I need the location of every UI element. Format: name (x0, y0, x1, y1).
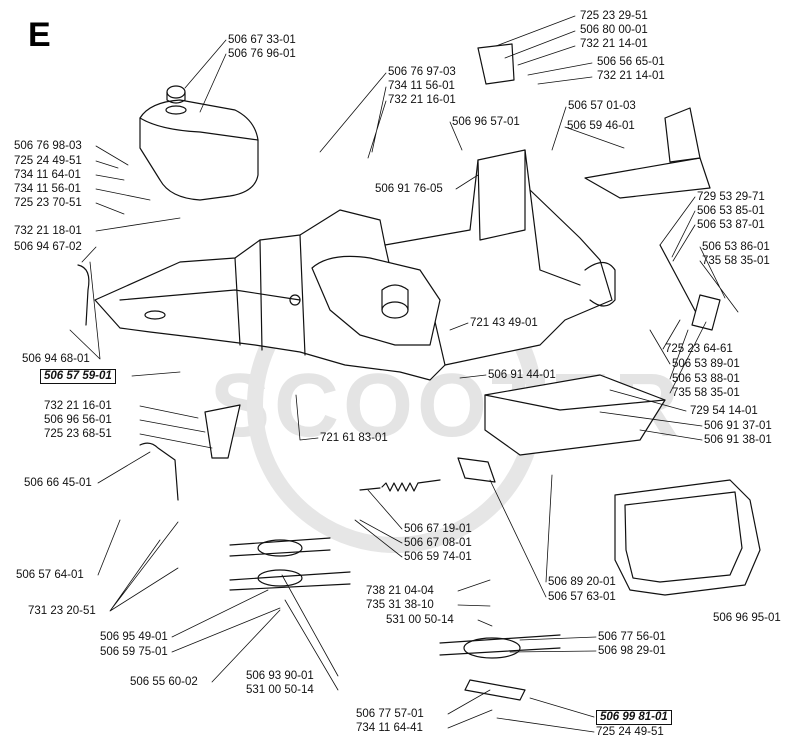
seat-plate-part (584, 107, 711, 199)
fuel-tank-part (139, 85, 259, 201)
belt-cover-part (484, 374, 666, 456)
part-label: 725 23 70-51 (14, 197, 82, 209)
part-label: 725 24 49-51 (596, 726, 664, 738)
part-label: 531 00 50-14 (386, 614, 454, 626)
part-label: 506 67 33-01 (228, 34, 296, 46)
part-label: 732 21 16-01 (388, 94, 456, 106)
part-label: 506 76 98-03 (14, 140, 82, 152)
part-label: 731 23 20-51 (28, 605, 96, 617)
top-bracket-part (477, 43, 515, 85)
part-label: 725 23 64-61 (665, 343, 733, 355)
part-label: 506 53 87-01 (697, 219, 765, 231)
part-label: 734 11 64-41 (356, 722, 423, 734)
part-label: 734 11 56-01 (388, 80, 455, 92)
part-label: 735 58 35-01 (672, 387, 740, 399)
part-label: 506 91 44-01 (488, 369, 556, 381)
part-label: 506 77 57-01 (356, 708, 424, 720)
part-label: 734 11 56-01 (14, 183, 81, 195)
part-label: 506 91 38-01 (704, 434, 772, 446)
part-label: 506 67 08-01 (404, 537, 472, 549)
part-label: 506 95 49-01 (100, 631, 168, 643)
part-label: 506 53 89-01 (672, 358, 740, 370)
part-label: 725 23 68-51 (44, 428, 112, 440)
part-label: 506 59 74-01 (404, 551, 472, 563)
part-label: 506 94 67-02 (14, 241, 82, 253)
hook-rod-part (139, 442, 179, 501)
spring-part (359, 479, 441, 492)
plate-part (457, 457, 496, 483)
part-label: 506 55 60-02 (130, 676, 198, 688)
part-label: 729 54 14-01 (690, 405, 758, 417)
rear-cover-part (614, 479, 761, 596)
part-label: 506 77 56-01 (598, 631, 666, 643)
part-label: 506 91 76-05 (375, 183, 443, 195)
lower-pulley-part (439, 634, 561, 701)
part-label: 725 24 49-51 (14, 155, 82, 167)
cable-part (77, 264, 90, 326)
part-label: 506 76 97-03 (388, 66, 456, 78)
part-label: 735 58 35-01 (702, 255, 770, 267)
boxed-part-label: 506 99 81-01 (596, 710, 672, 725)
part-label: 506 53 86-01 (702, 241, 770, 253)
part-label: 506 91 37-01 (704, 420, 772, 432)
part-label: 506 94 68-01 (22, 353, 90, 365)
part-label: 506 96 57-01 (452, 116, 520, 128)
part-label: 732 21 14-01 (580, 38, 648, 50)
part-label: 506 59 75-01 (100, 646, 168, 658)
part-label: 506 53 85-01 (697, 205, 765, 217)
section-letter: E (28, 16, 51, 54)
engine-shroud-part (311, 255, 441, 346)
part-label: 506 96 56-01 (44, 414, 112, 426)
lever-rod-part (659, 244, 721, 331)
bracket-part (204, 404, 241, 459)
part-label: 721 61 83-01 (320, 432, 388, 444)
part-label: 732 21 16-01 (44, 400, 112, 412)
part-label: 506 66 45-01 (24, 477, 92, 489)
part-label: 531 00 50-14 (246, 684, 314, 696)
part-label: 506 80 00-01 (580, 24, 648, 36)
part-label: 506 56 65-01 (597, 56, 665, 68)
part-label: 738 21 04-04 (366, 585, 434, 597)
part-label: 506 57 01-03 (568, 100, 636, 112)
part-label: 721 43 49-01 (470, 317, 538, 329)
part-label: 732 21 14-01 (597, 70, 665, 82)
part-label: 506 57 63-01 (548, 591, 616, 603)
upper-pulley-part (229, 537, 351, 591)
part-label: 506 53 88-01 (672, 373, 740, 385)
part-label: 734 11 64-01 (14, 169, 81, 181)
part-label: 506 76 96-01 (228, 48, 296, 60)
part-label: 732 21 18-01 (14, 225, 82, 237)
part-label: 725 23 29-51 (580, 10, 648, 22)
part-label: 506 67 19-01 (404, 523, 472, 535)
part-label: 506 59 46-01 (567, 120, 635, 132)
part-label: 506 89 20-01 (548, 576, 616, 588)
part-label: 506 57 64-01 (16, 569, 84, 581)
boxed-part-label: 506 57 59-01 (40, 369, 116, 384)
part-label: 506 98 29-01 (598, 645, 666, 657)
part-label: 729 53 29-71 (697, 191, 765, 203)
part-label: 506 93 90-01 (246, 670, 314, 682)
part-label: 735 31 38-10 (366, 599, 434, 611)
part-label: 506 96 95-01 (713, 612, 781, 624)
leader-lines (69, 15, 739, 733)
